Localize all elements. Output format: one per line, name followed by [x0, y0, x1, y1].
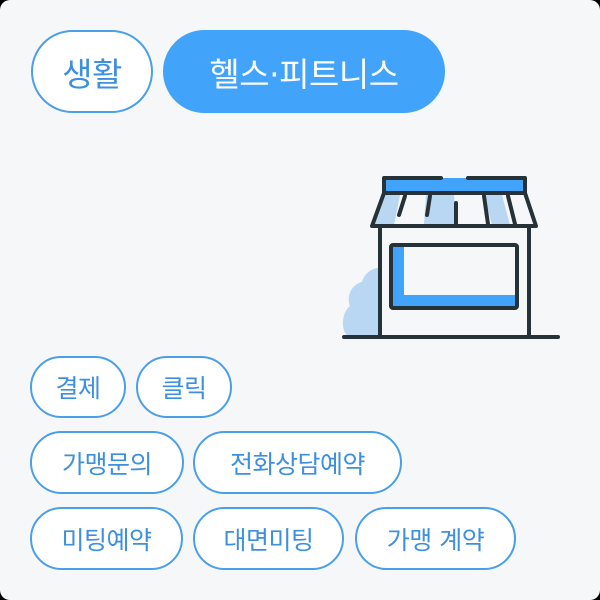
tag-chip-label: 대면미팅 — [223, 525, 314, 555]
category-chip-living[interactable]: 생활 — [31, 30, 153, 113]
tag-chip-label: 전화상담예약 — [229, 449, 366, 479]
tag-chip-label: 가맹문의 — [61, 449, 153, 479]
tag-chip-phone-consult-booking[interactable]: 전화상담예약 — [193, 431, 402, 494]
bush-icon — [342, 268, 378, 336]
tag-chip-in-person-meeting[interactable]: 대면미팅 — [193, 507, 344, 570]
tag-chip-label: 미팅예약 — [61, 525, 152, 555]
tag-chip-label: 클릭 — [161, 374, 207, 403]
storefront-icon — [342, 176, 560, 339]
category-chip-label: 헬스·피트니스 — [209, 54, 399, 94]
tag-chip-meeting-booking[interactable]: 미팅예약 — [30, 507, 183, 570]
tag-chip-franchise-contract[interactable]: 가맹 계약 — [355, 507, 516, 570]
tag-chip-click[interactable]: 클릭 — [136, 356, 232, 418]
tag-chip-label: 결제 — [55, 374, 101, 403]
tag-chip-franchise-inquiry[interactable]: 가맹문의 — [30, 431, 184, 494]
category-chip-label: 생활 — [62, 54, 122, 94]
tag-chip-payment[interactable]: 결제 — [30, 356, 126, 418]
category-chip-health-fitness[interactable]: 헬스·피트니스 — [163, 30, 445, 113]
tag-chip-label: 가맹 계약 — [386, 525, 485, 555]
